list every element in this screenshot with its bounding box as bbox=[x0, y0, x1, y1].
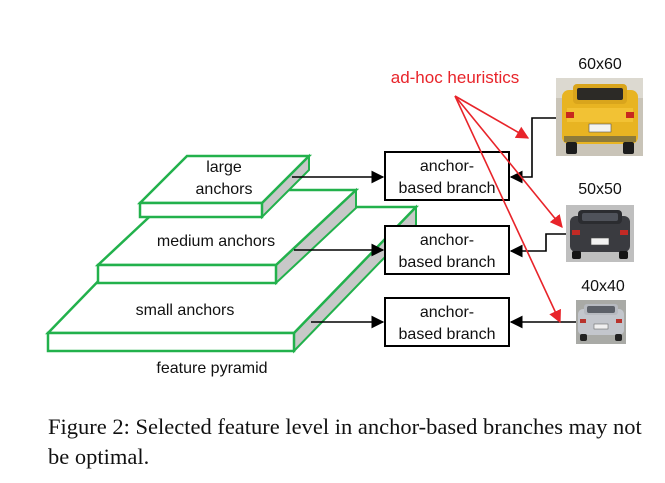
ad-hoc-heuristics-label: ad-hoc heuristics bbox=[391, 68, 520, 87]
large-anchors-layer: large anchors bbox=[136, 153, 313, 220]
small-anchors-label: small anchors bbox=[136, 302, 235, 319]
medium-layer-front bbox=[96, 263, 278, 285]
heuristic-arrow-to-60 bbox=[454, 95, 530, 139]
figure-caption: Figure 2: Selected feature level in anch… bbox=[48, 414, 642, 469]
heuristic-arrow-to-40 bbox=[454, 95, 561, 324]
branch-box-large: anchor- based branch bbox=[384, 151, 510, 201]
branch-label-line2: based branch bbox=[399, 326, 496, 343]
branch-label-line1: anchor- bbox=[420, 158, 474, 175]
dark-car-image bbox=[566, 205, 634, 262]
branch-label-line1: anchor- bbox=[420, 232, 474, 249]
branch-box-small: anchor- based branch bbox=[384, 297, 510, 347]
heuristic-arrow-to-50 bbox=[454, 95, 563, 228]
large-anchors-label-line2: anchors bbox=[196, 181, 253, 198]
large-anchors-label-line1: large bbox=[206, 159, 242, 176]
medium-anchors-label: medium anchors bbox=[157, 233, 275, 250]
branch-label-line1: anchor- bbox=[420, 304, 474, 321]
arrow-50-object-to-branch bbox=[509, 233, 566, 258]
yellow-car-image bbox=[556, 78, 643, 156]
object-size-50: 50x50 bbox=[578, 181, 622, 198]
silver-car-image bbox=[576, 300, 626, 344]
object-size-60: 60x60 bbox=[578, 56, 622, 73]
small-layer-front bbox=[46, 331, 296, 353]
arrow-60-object-to-branch bbox=[509, 117, 556, 184]
object-size-40: 40x40 bbox=[581, 278, 625, 295]
branch-box-medium: anchor- based branch bbox=[384, 225, 510, 275]
branch-label-line2: based branch bbox=[399, 180, 496, 197]
branch-label-line2: based branch bbox=[399, 254, 496, 271]
large-layer-front bbox=[138, 201, 264, 219]
feature-pyramid-label: feature pyramid bbox=[156, 360, 267, 377]
